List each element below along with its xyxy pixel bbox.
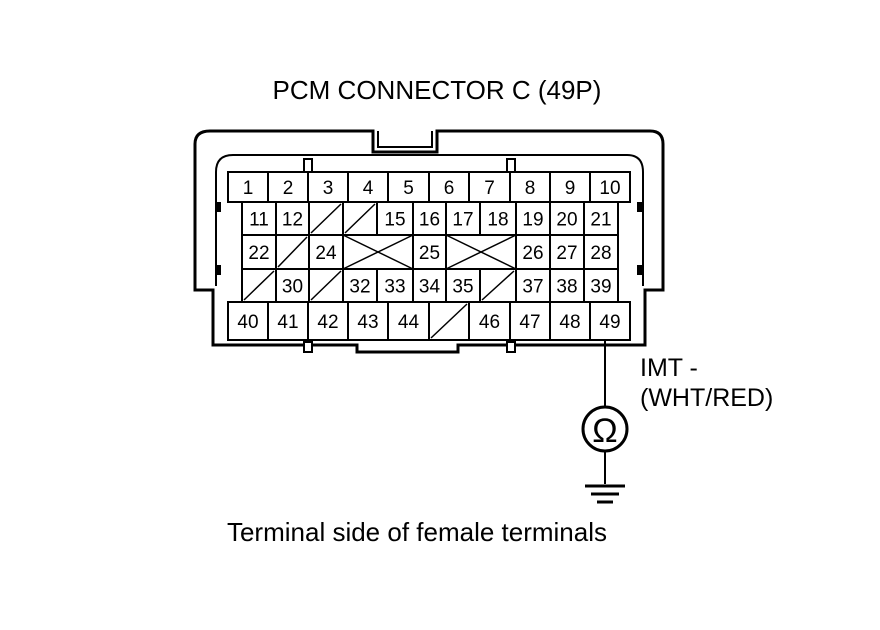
terminal-number: 3: [323, 178, 334, 199]
terminal-number: 41: [277, 312, 298, 333]
terminal-number: 32: [349, 277, 370, 298]
terminal-cell: [412, 268, 447, 303]
terminal-cell: [589, 301, 631, 341]
terminal-number: 46: [479, 312, 500, 333]
blank-slash-mark: [277, 236, 308, 268]
ground-icon: [585, 484, 625, 504]
blank-slash-mark: [344, 203, 376, 234]
terminal-number: 8: [525, 178, 536, 199]
terminal-cell: [468, 171, 511, 203]
terminal-cell: [376, 268, 414, 303]
blank-slash-mark: [310, 270, 342, 301]
terminal-number: 17: [452, 210, 473, 231]
terminal-cell: [583, 201, 619, 236]
terminal-cell: [468, 301, 511, 341]
diagram-title: PCM CONNECTOR C (49P): [273, 75, 602, 105]
terminal-number: 12: [282, 210, 303, 231]
terminal-number: 27: [556, 243, 577, 264]
terminal-number: 16: [419, 210, 440, 231]
terminal-cell: [308, 234, 344, 270]
blank-slash-mark: [481, 270, 515, 301]
terminal-cell: [347, 171, 389, 203]
terminal-cell: [549, 301, 591, 341]
terminal-number: 15: [384, 210, 405, 231]
terminal-number: 2: [283, 178, 294, 199]
terminal-number: 26: [522, 243, 543, 264]
terminal-number: 20: [556, 210, 577, 231]
terminal-number: 18: [487, 210, 508, 231]
blank-cross-mark: [342, 234, 414, 270]
terminal-number: 6: [444, 178, 455, 199]
terminal-number: 38: [556, 277, 577, 298]
terminal-number: 9: [565, 178, 576, 199]
terminal-cell: [549, 171, 591, 203]
terminal-number: 33: [384, 277, 405, 298]
terminal-number: 43: [357, 312, 378, 333]
blank-cross-mark: [445, 234, 517, 270]
terminal-number: 35: [452, 277, 473, 298]
terminal-number: 19: [522, 210, 543, 231]
terminal-number: 21: [590, 210, 611, 231]
terminal-number: 5: [403, 178, 414, 199]
terminal-number: 10: [599, 178, 620, 199]
terminal-number: 49: [599, 312, 620, 333]
terminal-number: 40: [237, 312, 258, 333]
terminal-cell: [307, 301, 349, 341]
connector-housing: [193, 129, 665, 354]
terminal-cell: [267, 301, 309, 341]
diagram-caption: Terminal side of female terminals: [227, 517, 607, 547]
terminal-number: 42: [317, 312, 338, 333]
terminal-number: 24: [315, 243, 337, 264]
terminal-number: 11: [249, 210, 269, 231]
terminal-cell: [347, 301, 389, 341]
blank-slash-mark: [310, 203, 342, 234]
blank-slash-mark: [243, 270, 275, 301]
meter-wiring: Ω: [581, 340, 629, 504]
terminal-number: 34: [419, 277, 441, 298]
terminal-cell: [227, 171, 269, 203]
terminal-number: 22: [248, 243, 269, 264]
terminal-number: 39: [590, 277, 611, 298]
terminal-number: 28: [590, 243, 611, 264]
terminal-number: 47: [519, 312, 540, 333]
terminal-number: 48: [559, 312, 580, 333]
wire-signal-label: IMT -: [640, 354, 698, 382]
terminal-cell: [509, 301, 551, 341]
ohm-symbol: Ω: [592, 412, 617, 450]
terminal-number: 44: [398, 312, 420, 333]
terminal-number: 7: [484, 178, 495, 199]
terminal-number: 1: [243, 178, 254, 199]
terminal-number: 37: [522, 277, 543, 298]
terminal-number: 4: [363, 178, 374, 199]
terminal-number: 30: [282, 277, 303, 298]
wire-color-label: (WHT/RED): [640, 384, 773, 412]
terminal-number: 25: [419, 243, 440, 264]
blank-slash-mark: [430, 303, 468, 339]
terminal-cell: [227, 301, 269, 341]
terminal-cell: [589, 171, 631, 203]
